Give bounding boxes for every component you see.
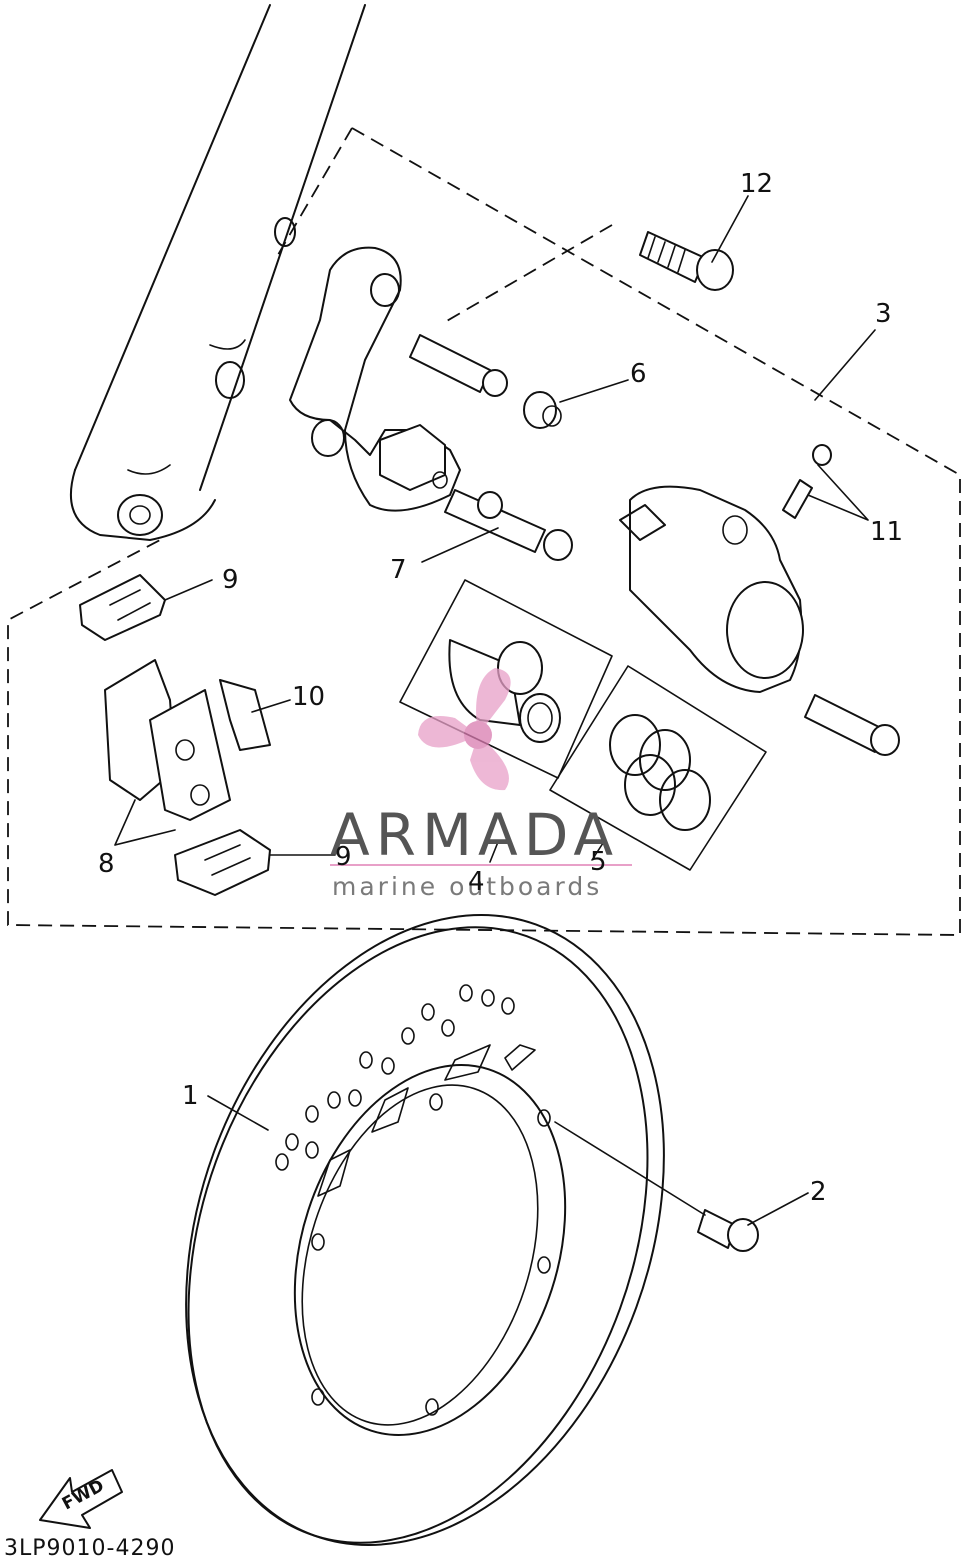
bolt-12 [639, 231, 734, 291]
callout-3: 3 [875, 299, 892, 329]
callout-4: 4 [468, 867, 485, 897]
callout-10: 10 [292, 682, 325, 712]
caliper-bracket [289, 246, 461, 512]
disc-slots [317, 1044, 536, 1197]
callout-7: 7 [390, 555, 407, 585]
callout-6: 6 [630, 359, 647, 389]
callout-8: 8 [98, 849, 115, 879]
caliper-pins [409, 334, 573, 561]
seal-group [549, 665, 767, 871]
fork-leg [69, 4, 366, 541]
leader-lines [114, 195, 876, 1226]
caliper-assembly-boundary [7, 127, 961, 936]
pad-support-9-top [79, 574, 166, 641]
watermark-brand: ARMADA [330, 801, 619, 869]
caliper-body [619, 485, 900, 756]
callout-11: 11 [870, 517, 903, 547]
drawing-code: 3LP9010-4290 [4, 1536, 175, 1561]
pad-support-9-bottom [174, 829, 271, 896]
disc-bolt-2 [697, 1209, 759, 1252]
armada-watermark: ARMADA marine outboards [330, 668, 632, 901]
fwd-arrow-icon: FWD [39, 1469, 123, 1529]
disc-holes [275, 984, 551, 1416]
callout-1: 1 [182, 1081, 199, 1111]
pad-spring-10 [219, 679, 271, 751]
callout-9-bottom: 9 [335, 842, 352, 872]
watermark-tagline: marine outboards [332, 872, 602, 901]
brake-disc [185, 914, 665, 1546]
callout-9-top: 9 [222, 565, 239, 595]
callout-5: 5 [590, 847, 607, 877]
bleed-screw-11 [782, 444, 832, 519]
propeller-logo-icon [418, 668, 511, 791]
brake-pads-8 [104, 659, 231, 821]
callout-2: 2 [810, 1177, 827, 1207]
callout-12: 12 [740, 169, 773, 199]
callouts: 12 3 6 11 7 9 10 8 9 4 5 1 2 [98, 169, 903, 1207]
